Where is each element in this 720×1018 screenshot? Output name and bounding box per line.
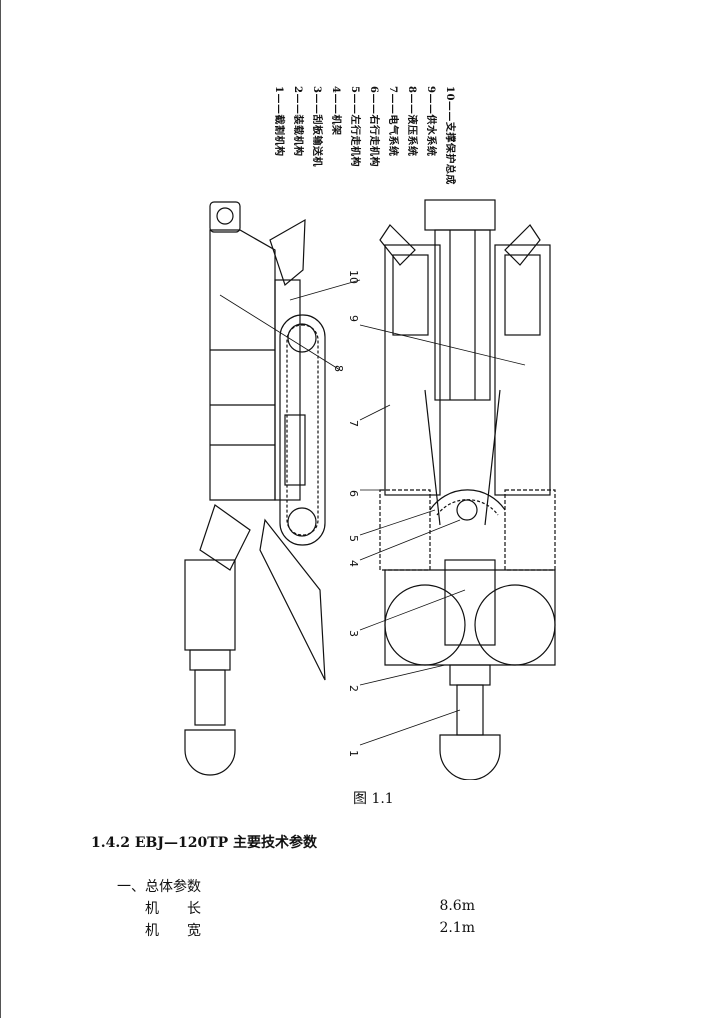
callout-6: 6 xyxy=(347,490,360,497)
legend-item: 8——液压系统 xyxy=(406,86,417,157)
legend-item: 10——支撑保护总成 xyxy=(444,86,455,185)
callout-3: 3 xyxy=(347,630,360,637)
callout-2: 2 xyxy=(347,685,360,692)
legend-item: 3——刮板输送机 xyxy=(311,86,322,167)
param-label-1: 机 xyxy=(145,923,159,939)
callout-1: 1 xyxy=(347,750,360,757)
callout-labels: 1 2 3 4 5 6 7 8 9 10 xyxy=(332,270,360,757)
legend-item: 2——装载机构 xyxy=(292,86,303,157)
legend-item: 7——电气系统 xyxy=(387,86,398,157)
callout-4: 4 xyxy=(347,560,360,567)
legend-item: 5——左行走机构 xyxy=(349,86,360,167)
param-label-1: 机 xyxy=(145,901,159,917)
page-edge xyxy=(0,0,1,1018)
callout-7: 7 xyxy=(347,420,360,427)
callout-10: 10 xyxy=(347,270,360,284)
leader-lines xyxy=(219,279,526,746)
figure-caption: 图 1.1 xyxy=(353,791,394,807)
callout-8: 8 xyxy=(332,365,345,372)
subsection-title: 一、总体参数 xyxy=(117,879,201,895)
legend-item: 1——截割机构 xyxy=(273,86,284,157)
roadheader-drawing: 1 2 3 4 5 6 7 8 9 10 xyxy=(184,199,556,780)
param-value: 2.1m xyxy=(439,920,475,936)
legend-item: 9——供水系统 xyxy=(425,86,436,157)
side-view xyxy=(184,201,326,776)
param-value: 8.6m xyxy=(439,898,475,914)
figure-legend: 1——截割机构 2——装载机构 3——刮板输送机 4——机架 5——左行走机构 … xyxy=(272,86,472,185)
param-label-2: 长 xyxy=(187,901,201,917)
section-heading: 1.4.2 EBJ—120TP 主要技术参数 xyxy=(91,835,318,851)
callout-9: 9 xyxy=(347,315,360,322)
top-view xyxy=(379,199,556,780)
callout-5: 5 xyxy=(347,535,360,542)
legend-item: 6——右行走机构 xyxy=(368,86,379,167)
param-label-2: 宽 xyxy=(187,923,201,939)
legend-item: 4——机架 xyxy=(330,86,341,136)
